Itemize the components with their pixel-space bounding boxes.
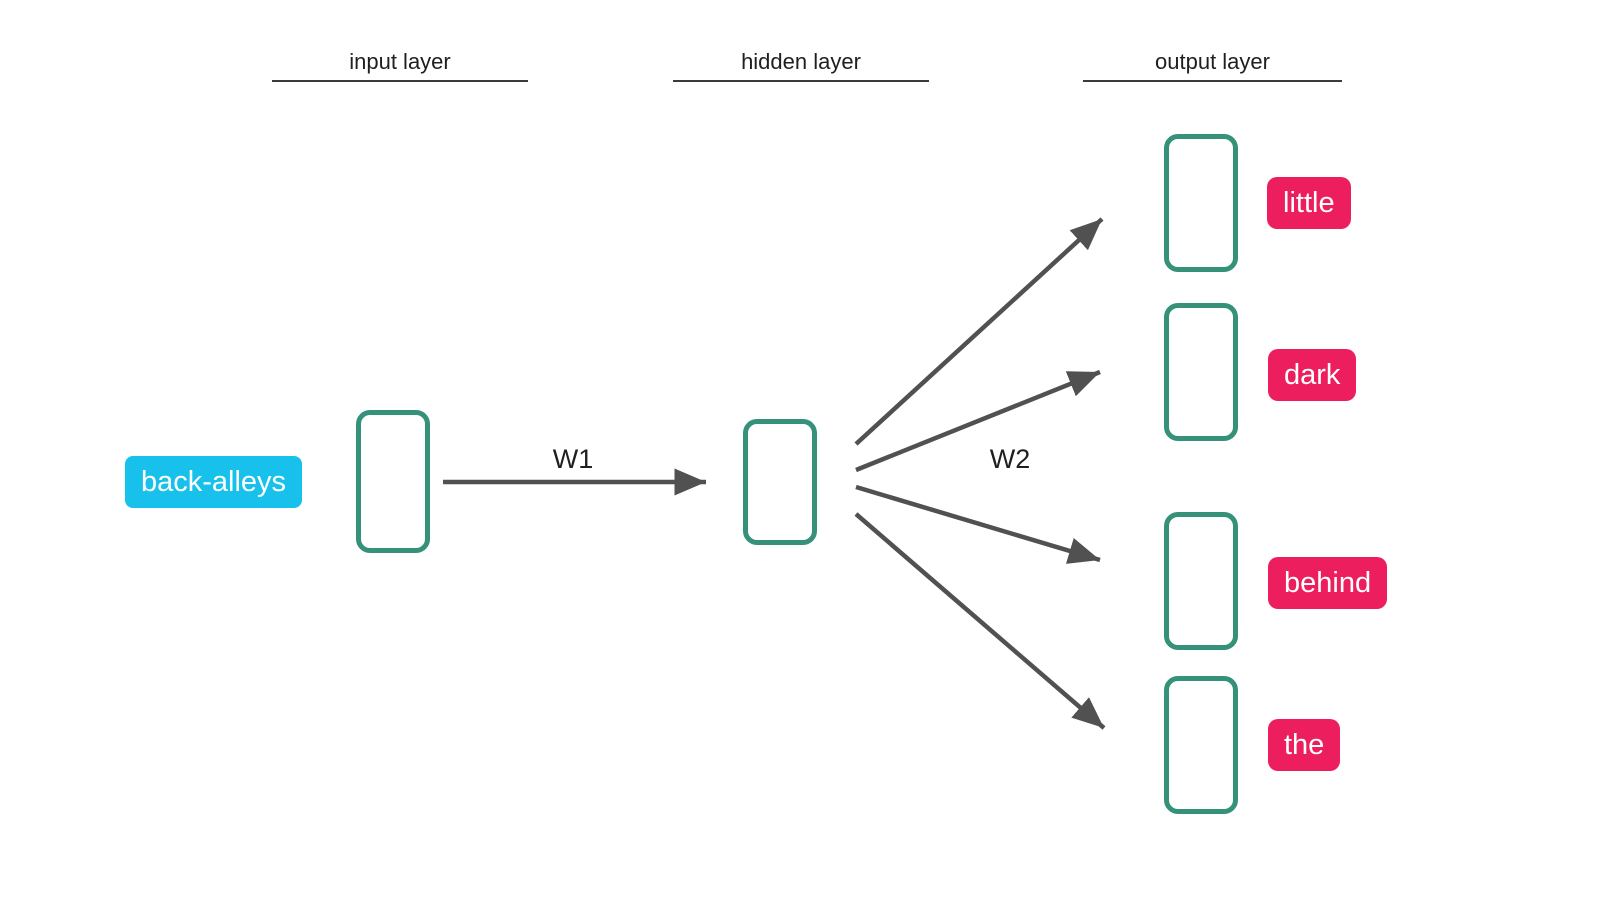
input-word-chip: back-alleys bbox=[125, 456, 303, 508]
w2-arrow-the bbox=[854, 512, 1106, 730]
output-node-little bbox=[1164, 134, 1238, 272]
w2-arrow-behind bbox=[855, 484, 1101, 564]
input-layer-header: input layer bbox=[272, 49, 528, 82]
hidden-layer-header: hidden layer bbox=[673, 49, 929, 82]
w2-label: W2 bbox=[989, 444, 1031, 474]
w1-label: W1 bbox=[552, 444, 594, 474]
output-word-chip: dark bbox=[1268, 349, 1357, 401]
output-node-the bbox=[1164, 676, 1238, 814]
output-layer-header: output layer bbox=[1083, 49, 1342, 82]
output-word-chip: behind bbox=[1268, 557, 1388, 609]
output-node-dark bbox=[1164, 303, 1238, 441]
w2-arrow-little bbox=[854, 217, 1104, 446]
output-node-behind bbox=[1164, 512, 1238, 650]
input-layer-node bbox=[356, 410, 430, 553]
output-word-chip: the bbox=[1268, 719, 1341, 771]
output-word-chip: little bbox=[1267, 177, 1351, 229]
hidden-layer-node bbox=[743, 419, 817, 545]
